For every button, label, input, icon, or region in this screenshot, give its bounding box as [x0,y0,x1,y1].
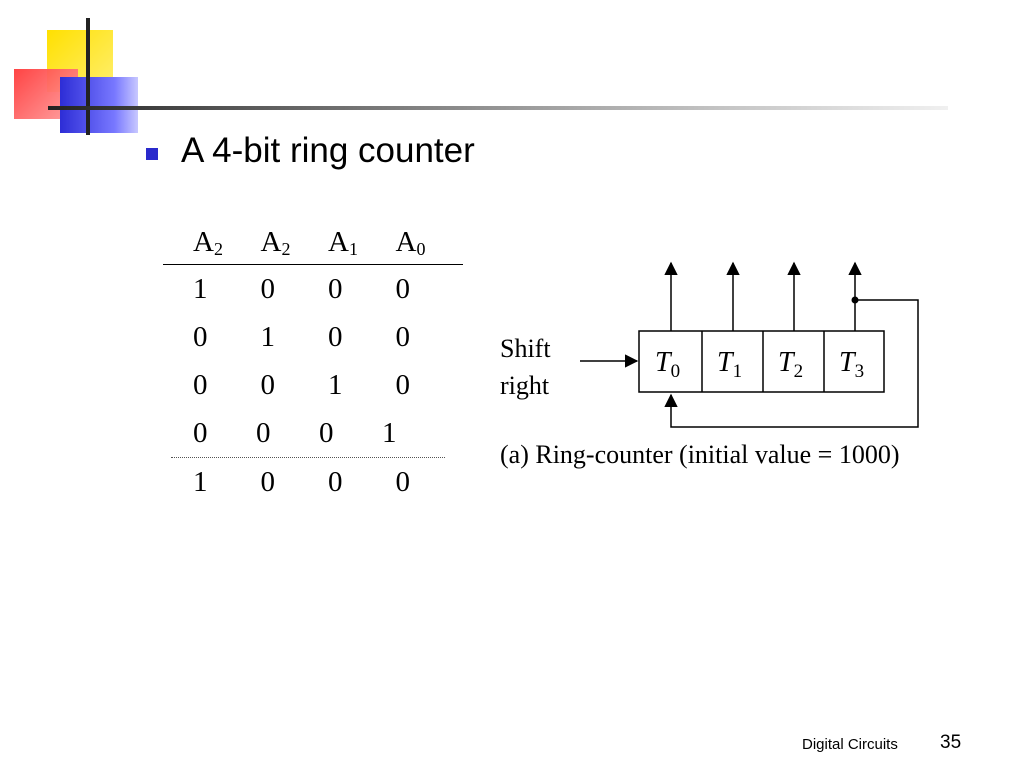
page-number: 35 [940,732,962,753]
table-cell: 0 [395,272,411,305]
diagram-caption: (a) Ring-counter (initial value = 1000) [500,440,899,469]
table-cell: 1 [193,465,208,498]
table-header-cell: A2 [193,226,223,259]
table-cell: 0 [260,465,276,498]
table-header-cell: A0 [395,226,426,259]
feedback-loop-arrow [664,299,919,428]
cell-t1: T1 [717,347,742,382]
table-cell: 0 [193,416,208,449]
ring-counter-diagram: Shift right T0 T1 T2 T3 (a) Ring-counter… [500,261,919,469]
footer-text: Digital Circuits [802,736,898,753]
table-cell: 0 [260,368,276,401]
table-cell: 0 [328,272,343,305]
cell-t3: T3 [839,347,864,382]
table-header-cell: A1 [328,226,358,259]
register-box [638,330,885,393]
right-label: right [500,371,550,400]
table-cell: 0 [319,416,334,449]
table-cell: 0 [328,320,343,353]
table-row: 0 1 0 0 [163,313,463,361]
cell-t2: T2 [778,347,803,382]
table-row: 1 0 0 0 [163,265,463,313]
table-cell: 0 [260,272,276,305]
table-cell: 1 [328,368,343,401]
slide-heading: A 4-bit ring counter [181,131,475,170]
table-header-row: A2 A2 A1 A0 [163,222,463,265]
table-row: 1 0 0 0 [163,458,463,506]
table-cell: 1 [193,272,208,305]
cell-t0: T0 [655,347,680,382]
state-table: A2 A2 A1 A0 1 0 0 0 0 1 0 0 0 0 1 0 0 0 … [163,222,463,506]
decor-blue-square [60,77,138,133]
table-row: 0 0 0 1 [171,409,445,458]
bullet-square-icon [146,148,158,160]
table-cell: 0 [256,416,271,449]
table-cell: 0 [395,465,411,498]
table-cell: 1 [260,320,276,353]
table-cell: 0 [193,320,208,353]
table-row: 0 0 1 0 [163,361,463,409]
table-cell: 0 [395,320,411,353]
table-cell: 1 [382,416,397,449]
table-cell: 0 [328,465,343,498]
shift-label: Shift [500,334,551,363]
table-cell: 0 [193,368,208,401]
table-cell: 0 [395,368,411,401]
decor-vertical-line [86,18,90,135]
table-header-cell: A2 [260,226,291,259]
decor-title-rule [48,106,948,110]
